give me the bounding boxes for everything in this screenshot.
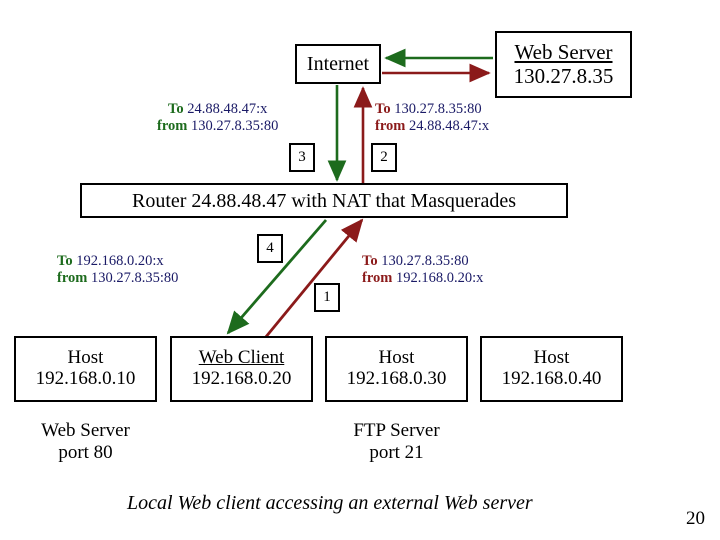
node-host-4[interactable]: Host 192.168.0.40 (480, 336, 623, 402)
node-router[interactable]: Router 24.88.48.47 with NAT that Masquer… (80, 183, 568, 218)
step2-from-keyword: from (375, 118, 406, 135)
web-server-address: 130.27.8.35 (513, 63, 614, 88)
packet-label-step2: To 130.27.8.35:80 from 24.88.48.47:x (375, 101, 489, 135)
service-label-ftp: FTP Server port 21 (325, 420, 468, 464)
step3-to-keyword: To (168, 101, 184, 117)
host-1-title: Host (67, 347, 104, 369)
step1-to-keyword: To (362, 253, 378, 269)
step3-from-address: 130.27.8.35:80 (190, 118, 279, 135)
router-label: Router 24.88.48.47 with NAT that Masquer… (131, 189, 517, 212)
node-host-3[interactable]: Host 192.168.0.30 (325, 336, 468, 402)
service-web-name: Web Server (41, 420, 130, 441)
service-web-port: port 80 (58, 441, 113, 463)
page-number: 20 (686, 508, 705, 529)
step-marker-3: 3 (289, 143, 315, 172)
step-marker-1: 1 (314, 283, 340, 312)
step3-from-keyword: from (157, 118, 188, 135)
step2-to-keyword: To (375, 101, 391, 117)
step1-from-keyword: from (362, 270, 393, 287)
step4-from-keyword: from (57, 270, 88, 287)
step1-from-address: 192.168.0.20:x (395, 270, 484, 287)
host-1-address: 192.168.0.10 (35, 368, 136, 389)
service-label-web: Web Server port 80 (14, 420, 157, 464)
packet-label-step3: To 24.88.48.47:x from 130.27.8.35:80 (157, 101, 278, 135)
step4-from-address: 130.27.8.35:80 (90, 270, 179, 287)
step1-to-address: 130.27.8.35:80 (381, 253, 469, 269)
internet-label: Internet (306, 53, 370, 75)
step2-to-address: 130.27.8.35:80 (394, 101, 482, 117)
service-ftp-name: FTP Server (353, 420, 440, 441)
node-internet[interactable]: Internet (295, 44, 381, 84)
node-web-server[interactable]: Web Server 130.27.8.35 (495, 31, 632, 98)
web-client-title: Web Client (198, 347, 285, 369)
node-web-client[interactable]: Web Client 192.168.0.20 (170, 336, 313, 402)
host-4-title: Host (533, 347, 570, 369)
step4-to-keyword: To (57, 253, 73, 269)
step-marker-2-text: 2 (380, 149, 388, 165)
slide-caption: Local Web client accessing an external W… (127, 492, 533, 514)
web-server-title: Web Server (514, 40, 613, 65)
node-host-1[interactable]: Host 192.168.0.10 (14, 336, 157, 402)
step2-from-address: 24.88.48.47:x (408, 118, 490, 135)
step-marker-4-text: 4 (266, 240, 274, 256)
packet-label-step4: To 192.168.0.20:x from 130.27.8.35:80 (57, 253, 178, 287)
host-4-address: 192.168.0.40 (501, 368, 602, 389)
step-marker-3-text: 3 (298, 149, 306, 165)
host-3-title: Host (378, 347, 415, 369)
service-ftp-port: port 21 (369, 441, 424, 463)
packet-label-step1: To 130.27.8.35:80 from 192.168.0.20:x (362, 253, 483, 287)
step-marker-1-text: 1 (323, 289, 331, 305)
step-marker-2: 2 (371, 143, 397, 172)
step4-to-address: 192.168.0.20:x (76, 253, 164, 269)
web-client-address: 192.168.0.20 (191, 368, 292, 389)
host-3-address: 192.168.0.30 (346, 368, 447, 389)
step3-to-address: 24.88.48.47:x (187, 101, 268, 117)
step-marker-4: 4 (257, 234, 283, 263)
